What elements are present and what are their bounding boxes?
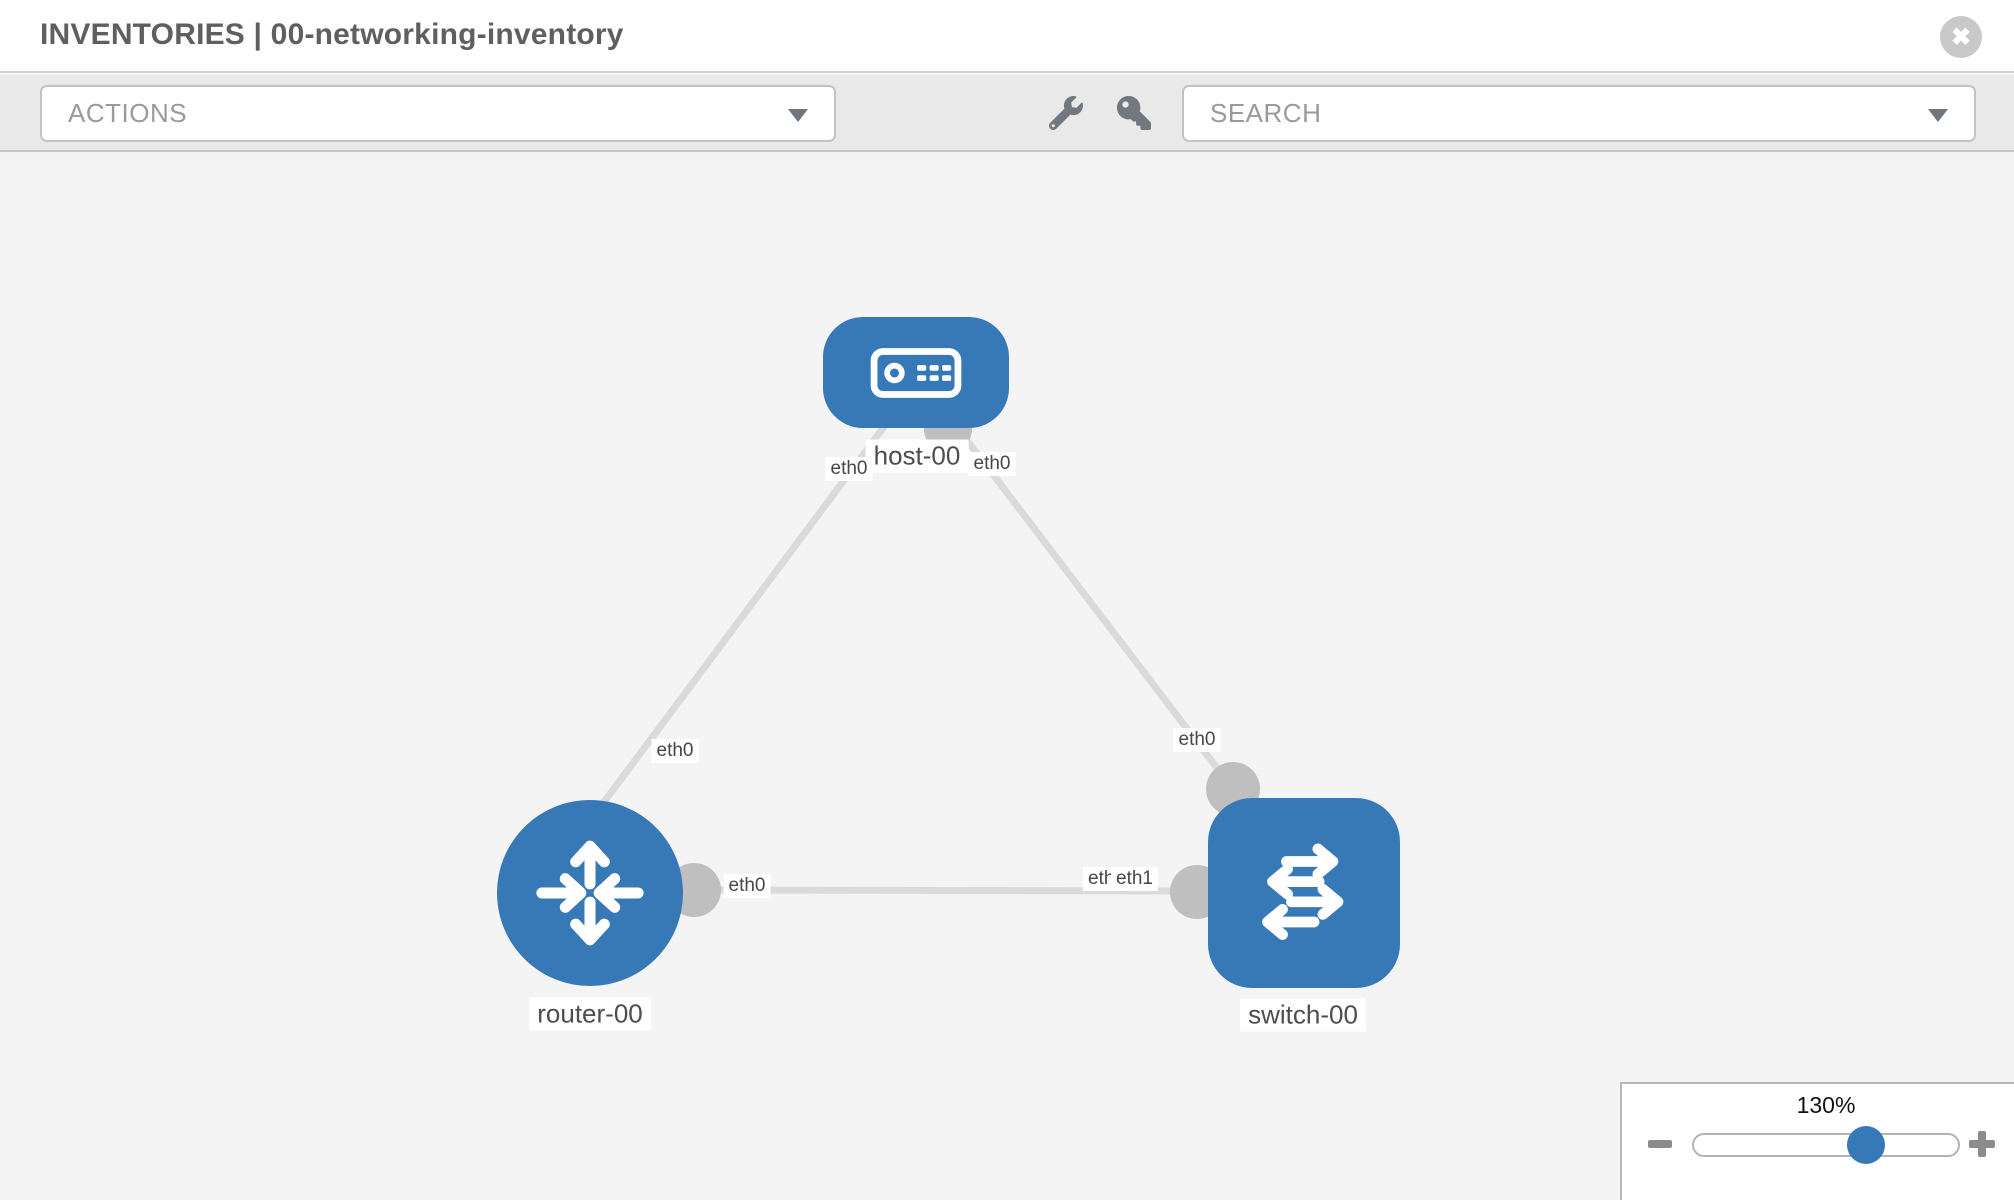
- zoom-slider-thumb[interactable]: [1847, 1126, 1885, 1164]
- node-label-switch: switch-00: [1240, 998, 1366, 1032]
- node-switch-00[interactable]: [1208, 798, 1400, 988]
- node-router-00[interactable]: [497, 800, 683, 986]
- search-dropdown-label: SEARCH: [1210, 98, 1322, 128]
- close-icon: ✖: [1950, 23, 1972, 51]
- topology-canvas[interactable]: [0, 152, 2014, 1200]
- port-label-eth1: eth1: [1111, 867, 1158, 891]
- credentials-button[interactable]: [1112, 91, 1156, 135]
- port-label-eth0: eth0: [651, 739, 699, 763]
- minus-icon: [1648, 1140, 1672, 1148]
- node-label-router: router-00: [529, 997, 651, 1031]
- close-button[interactable]: ✖: [1940, 16, 1982, 58]
- actions-dropdown-label: ACTIONS: [68, 98, 188, 128]
- search-dropdown[interactable]: SEARCH: [1182, 85, 1976, 142]
- port-label-eth0: eth0: [968, 452, 1016, 476]
- toolbar: ACTIONS SEARCH: [0, 75, 2014, 152]
- key-icon: [1117, 96, 1151, 130]
- zoom-level-readout: 130%: [1796, 1092, 1856, 1118]
- wrench-icon: [1049, 96, 1083, 130]
- zoom-slider-track[interactable]: [1692, 1133, 1960, 1157]
- actions-dropdown[interactable]: ACTIONS: [40, 85, 836, 142]
- configure-button[interactable]: [1044, 91, 1088, 135]
- zoom-out-button[interactable]: [1640, 1124, 1680, 1164]
- header-bar: INVENTORIES | 00-networking-inventory ✖: [0, 0, 2014, 73]
- port-label-eth0: eth0: [825, 457, 873, 481]
- router-icon: [536, 840, 644, 946]
- zoom-in-button[interactable]: [1962, 1124, 2002, 1164]
- zoom-control-panel: 130%: [1620, 1082, 2014, 1200]
- port-label-eth0: eth0: [1173, 728, 1221, 752]
- node-host-00[interactable]: [823, 317, 1009, 428]
- switch-icon: [1262, 843, 1344, 940]
- node-label-host: host-00: [865, 439, 969, 473]
- caret-down-icon: [788, 108, 808, 122]
- page-title: INVENTORIES | 00-networking-inventory: [40, 18, 624, 51]
- port-label-eth0: eth0: [723, 874, 771, 898]
- caret-down-icon: [1928, 108, 1948, 122]
- host-icon: [870, 347, 962, 398]
